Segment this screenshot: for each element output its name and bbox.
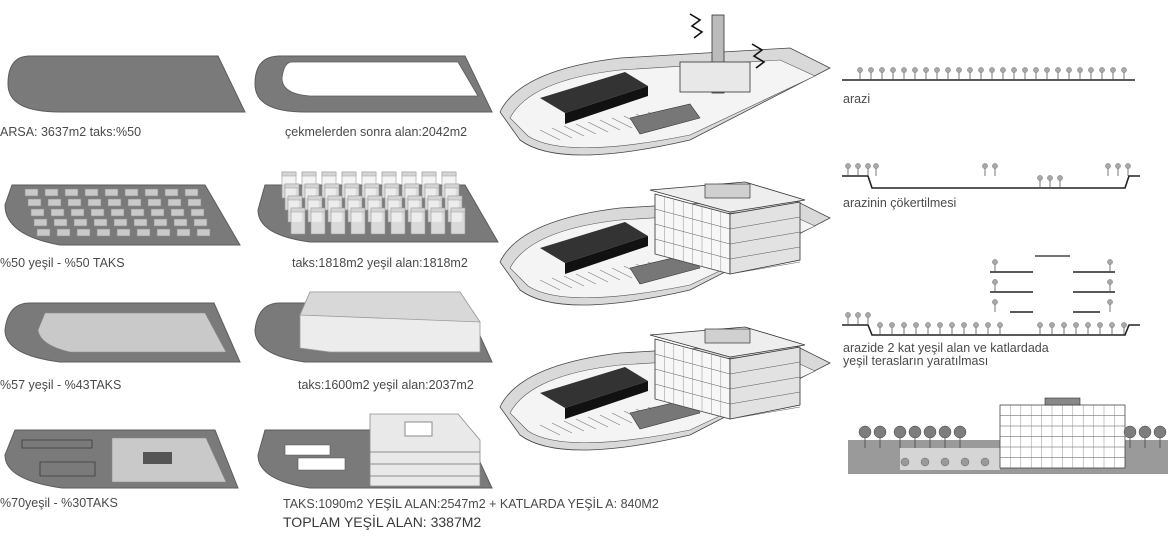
- axonometric-views: [499, 13, 831, 451]
- section-detailed: [848, 397, 1168, 474]
- label-50-yesil: %50 yeşil - %50 TAKS: [0, 256, 125, 270]
- site-plate-row1-col1: [7, 55, 246, 113]
- site-plate-row4-col1: [4, 429, 239, 489]
- label-57-yesil: %57 yeşil - %43TAKS: [0, 378, 122, 392]
- label-cekmelerden: çekmelerden sonra alan:2042m2: [285, 125, 468, 139]
- label-taks-1090: TAKS:1090m2 YEŞİL ALAN:2547m2 + KATLARDA…: [283, 497, 659, 511]
- label-toplam-yesil: TOPLAM YEŞİL ALAN: 3387M2: [283, 514, 482, 530]
- label-section-teraslar-2: yeşil terasların yaratılması: [843, 354, 989, 368]
- label-taks-1600: taks:1600m2 yeşil alan:2037m2: [298, 378, 474, 392]
- label-arsa: ARSA: 3637m2 taks:%50: [0, 125, 142, 139]
- label-section-cokertilmesi: arazinin çökertilmesi: [843, 196, 957, 210]
- section-arazi: [842, 67, 1135, 81]
- section-cokertilmesi: [842, 163, 1140, 189]
- site-plate-row2-col2: [257, 171, 499, 243]
- label-section-teraslar-1: arazide 2 kat yeşil alan ve katlardada: [843, 341, 1049, 355]
- site-plate-row3-col2: [254, 291, 493, 363]
- section-teraslar: [842, 255, 1140, 336]
- site-plate-row3-col1: [4, 302, 241, 363]
- site-plate-row1-col2: [254, 55, 493, 113]
- label-70-yesil: %70yeşil - %30TAKS: [0, 496, 118, 510]
- site-plate-row4-col2: [257, 413, 493, 489]
- label-section-arazi: arazi: [843, 92, 871, 106]
- label-taks-1818: taks:1818m2 yeşil alan:1818m2: [292, 256, 468, 270]
- site-plate-row2-col1: [4, 184, 241, 246]
